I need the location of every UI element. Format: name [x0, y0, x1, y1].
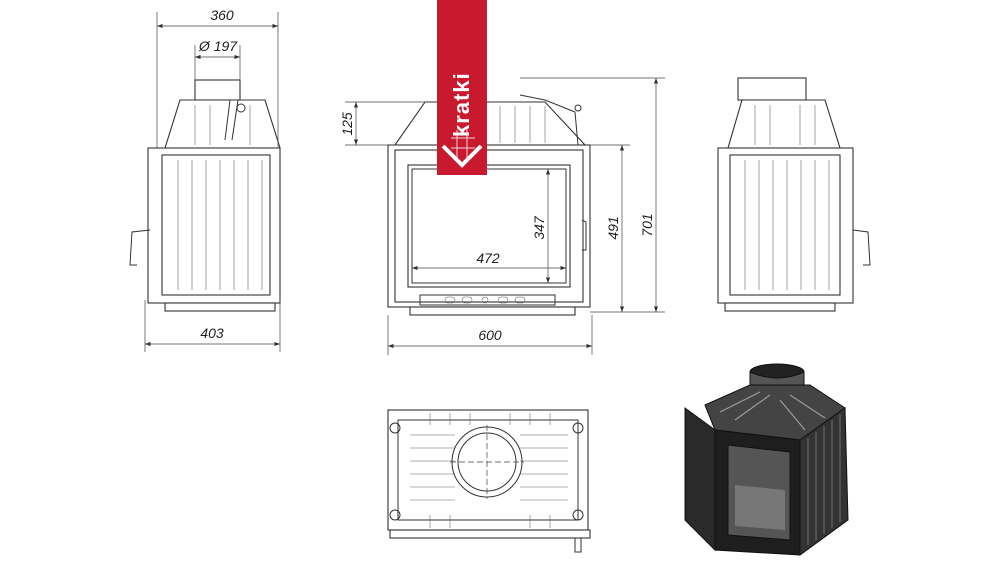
dim-glass-height: 347	[531, 215, 547, 240]
logo-arrow-icon	[441, 130, 483, 168]
3d-render	[684, 363, 849, 556]
kratki-logo: kratki	[437, 0, 487, 175]
dim-total-height: 701	[639, 213, 655, 236]
dim-total-width: 600	[478, 327, 502, 343]
dim-flue-diameter: Ø 197	[198, 38, 238, 54]
dim-side-depth-bottom: 403	[200, 325, 224, 341]
dim-front-body-height: 491	[605, 216, 621, 239]
dim-side-depth-top: 360	[210, 7, 234, 23]
dim-glass-width: 472	[476, 250, 500, 266]
side-view-right	[717, 77, 871, 312]
front-view: 125 347 472 491 701 600	[339, 77, 665, 355]
top-view	[387, 409, 591, 553]
side-view-left: 360 Ø 197 403	[129, 7, 281, 352]
dim-front-top-height: 125	[339, 112, 355, 136]
